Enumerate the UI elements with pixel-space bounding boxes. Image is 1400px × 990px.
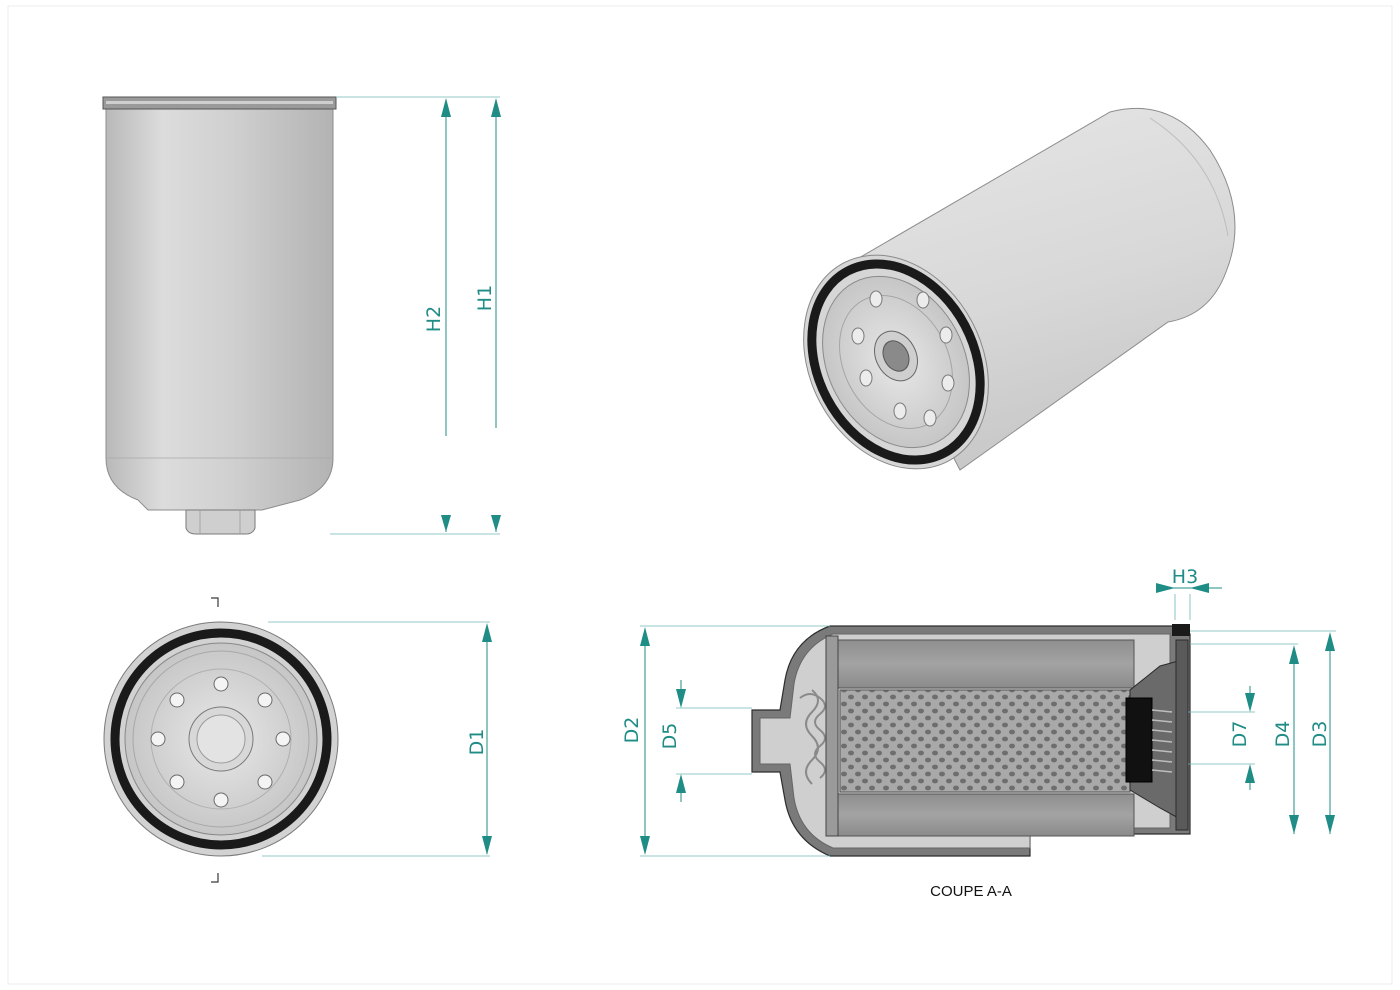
section-perforated-tube	[839, 689, 1131, 793]
dimension-h2-h1: H2 H1	[330, 96, 501, 535]
end-center-port	[196, 714, 246, 764]
section-seal-black	[1125, 697, 1153, 783]
dim-label-d7: D7	[1229, 721, 1251, 748]
dim-label-d1: D1	[466, 729, 488, 756]
section-media-top	[837, 639, 1135, 689]
dimension-d2-d5: D2 D5	[621, 625, 830, 857]
end-gasket-ring	[110, 628, 332, 850]
section-view	[751, 624, 1191, 857]
iso-gasket-ring	[807, 259, 985, 465]
dimension-h3: H3	[1156, 566, 1222, 620]
section-thread	[1151, 709, 1173, 773]
dim-label-h3: H3	[1172, 566, 1198, 588]
section-spring	[799, 689, 826, 785]
dim-label-d4: D4	[1272, 721, 1294, 748]
dim-label-d3: D3	[1309, 721, 1331, 748]
dim-label-d2: D2	[621, 717, 643, 744]
dim-label-h1: H1	[474, 285, 496, 311]
section-caption: COUPE A-A	[930, 883, 1012, 900]
iso-thread-bore	[882, 340, 910, 372]
end-view	[103, 597, 339, 883]
outlet-nipple	[185, 509, 256, 535]
front-view	[102, 96, 337, 535]
isometric-view	[803, 107, 1236, 471]
section-media-bottom	[837, 793, 1135, 837]
dimension-d7-d4-d3: D7 D4 D3	[1188, 630, 1336, 834]
dimension-d1: D1	[262, 621, 492, 857]
dim-label-h2: H2	[423, 306, 445, 332]
dim-label-d5: D5	[659, 723, 681, 750]
sheet-border	[7, 5, 1393, 985]
